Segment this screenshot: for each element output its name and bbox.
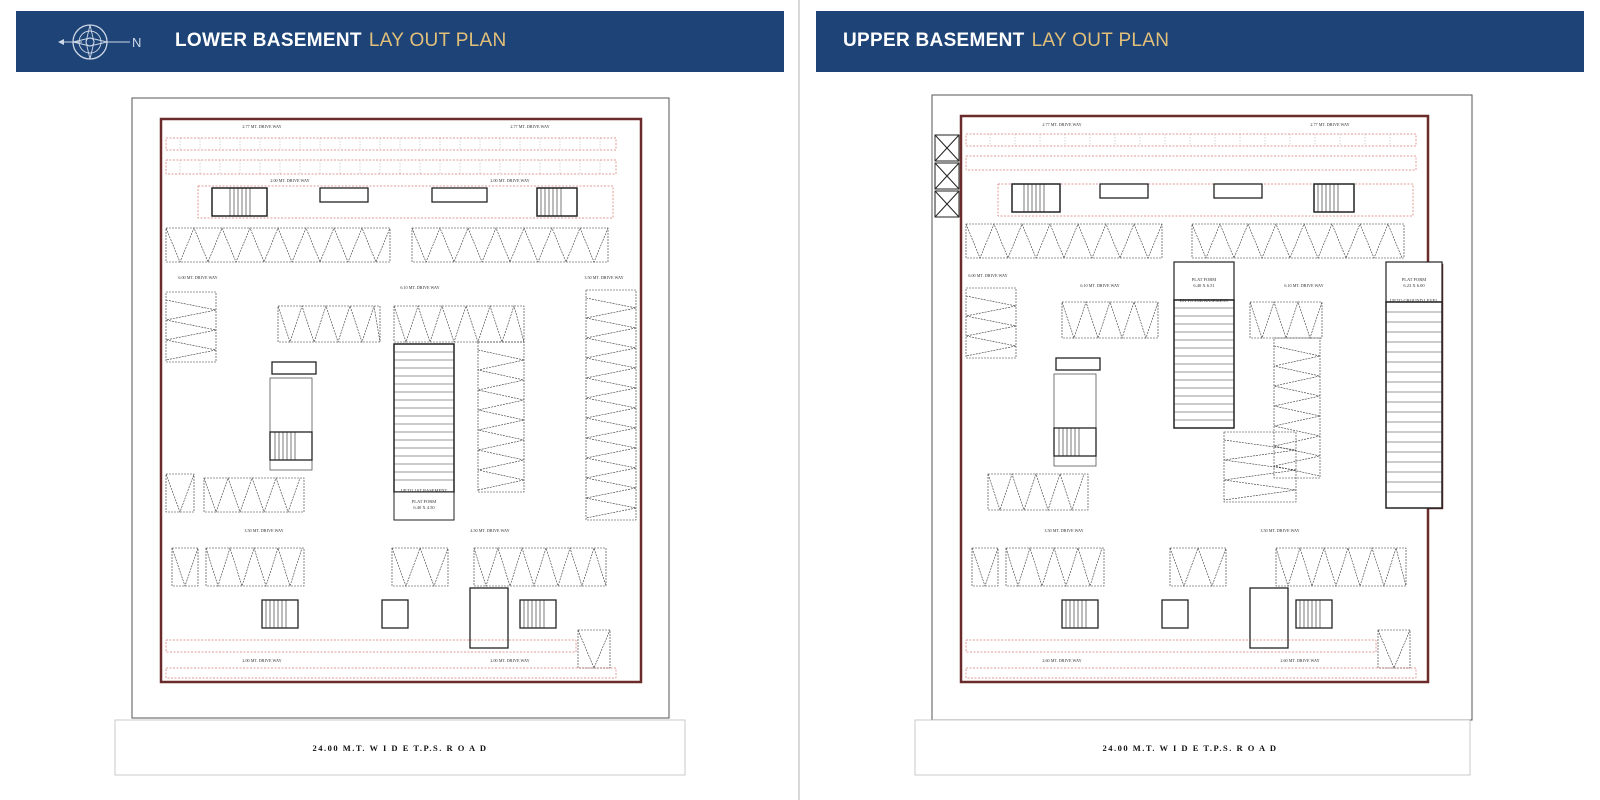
left-service-boxes bbox=[934, 134, 960, 218]
driveway-label: 4.50 MT. DRIVE WAY bbox=[470, 528, 509, 533]
driveway-label: 3.50 MT. DRIVE WAY bbox=[244, 528, 283, 533]
driveway-label: 3.50 MT. DRIVE WAY bbox=[1044, 528, 1083, 533]
upper-basement-panel: PLAT FORM 6.40 X 6.51 DN TO 2ND BASEMENT… bbox=[800, 0, 1584, 800]
platform-note: DN TO 2ND BASEMENT bbox=[1180, 298, 1229, 303]
title-banner bbox=[816, 11, 1584, 72]
core-block-b bbox=[431, 187, 578, 217]
compass-icon: N bbox=[58, 24, 141, 60]
angled-parking-upper bbox=[165, 227, 609, 263]
core-block-a bbox=[211, 187, 369, 217]
driveway-label: 2.00 MT. DRIVE WAY bbox=[242, 658, 281, 663]
driveway-label: 2.00 MT. DRIVE WAY bbox=[490, 658, 529, 663]
platform-note: UP TO GROUND LEVEL bbox=[1390, 298, 1439, 303]
road-label: 24.00 M.T. W I D E T.P.S. R O A D bbox=[1103, 743, 1278, 753]
title-banner bbox=[16, 11, 784, 72]
angled-parking-lower bbox=[171, 547, 611, 669]
road-label: 24.00 M.T. W I D E T.P.S. R O A D bbox=[313, 743, 488, 753]
platform-label: PLAT FORM bbox=[1402, 277, 1427, 282]
title-light: LAY OUT PLAN bbox=[368, 30, 507, 51]
angled-parking-lower bbox=[971, 546, 1411, 669]
core-block-a bbox=[1011, 183, 1355, 213]
title-light: LAY OUT PLAN bbox=[1031, 30, 1170, 51]
angled-parking-upper bbox=[965, 223, 1405, 511]
core-block-c bbox=[1053, 357, 1101, 467]
title-bold: LOWER BASEMENT bbox=[175, 30, 362, 51]
driveway-label: 6.00 MT. DRIVE WAY bbox=[178, 275, 217, 280]
upper-basement-plan: PLAT FORM 6.40 X 6.51 DN TO 2ND BASEMENT… bbox=[914, 94, 1473, 776]
platform-label: PLAT FORM bbox=[412, 499, 437, 504]
core-block-c bbox=[269, 361, 317, 471]
lower-basement-plan: UP TO 1ST BASEMENT PLAT FORM 6.40 X 4.50 bbox=[114, 97, 686, 776]
top-parking-row bbox=[965, 133, 1417, 217]
platform-label: PLAT FORM bbox=[1192, 277, 1217, 282]
core-block-e bbox=[469, 587, 557, 649]
driveway-label: 2.60 MT. DRIVE WAY bbox=[1042, 658, 1081, 663]
banner-title: UPPER BASEMENT LAY OUT PLAN bbox=[843, 31, 1169, 50]
top-parking-row bbox=[165, 137, 617, 175]
compass-north-letter: N bbox=[132, 35, 141, 50]
driveway-label: 2.60 MT. DRIVE WAY bbox=[1280, 658, 1319, 663]
driveway-label: 2.77 MT. DRIVE WAY bbox=[242, 124, 281, 129]
driveway-label: 2.00 MT. DRIVE WAY bbox=[490, 178, 529, 183]
driveway-label: 6.00 MT. DRIVE WAY bbox=[968, 273, 1007, 278]
core-block-d bbox=[261, 599, 409, 629]
lower-basement-panel: UP TO 1ST BASEMENT PLAT FORM 6.40 X 4.50 bbox=[0, 0, 784, 800]
panel-divider bbox=[798, 0, 800, 800]
platform-size: 6.40 X 4.50 bbox=[413, 505, 435, 510]
driveway-label: 2.77 MT. DRIVE WAY bbox=[1310, 122, 1349, 127]
ramp-up bbox=[1385, 261, 1443, 509]
platform-size: 6.23 X 6.00 bbox=[1403, 283, 1425, 288]
platform-size: 6.40 X 6.51 bbox=[1193, 283, 1214, 288]
central-ramp bbox=[393, 343, 455, 521]
driveway-label: 2.00 MT. DRIVE WAY bbox=[270, 178, 309, 183]
driveway-label: 3.50 MT. DRIVE WAY bbox=[584, 275, 623, 280]
driveway-label: 6.10 MT. DRIVE WAY bbox=[1284, 283, 1323, 288]
driveway-label: 2.77 MT. DRIVE WAY bbox=[1042, 122, 1081, 127]
driveway-label: 3.50 MT. DRIVE WAY bbox=[1260, 528, 1299, 533]
ramp-label: UP TO 1ST BASEMENT bbox=[401, 488, 448, 493]
driveway-label: 6.10 MT. DRIVE WAY bbox=[400, 285, 439, 290]
core-block-d bbox=[1061, 587, 1333, 649]
ramp-down bbox=[1173, 261, 1235, 429]
title-bold: UPPER BASEMENT bbox=[843, 30, 1025, 51]
banner-title: LOWER BASEMENT LAY OUT PLAN bbox=[175, 31, 507, 50]
angled-parking-mid bbox=[165, 289, 637, 521]
driveway-label: 2.77 MT. DRIVE WAY bbox=[510, 124, 549, 129]
driveway-label: 6.10 MT. DRIVE WAY bbox=[1080, 283, 1119, 288]
